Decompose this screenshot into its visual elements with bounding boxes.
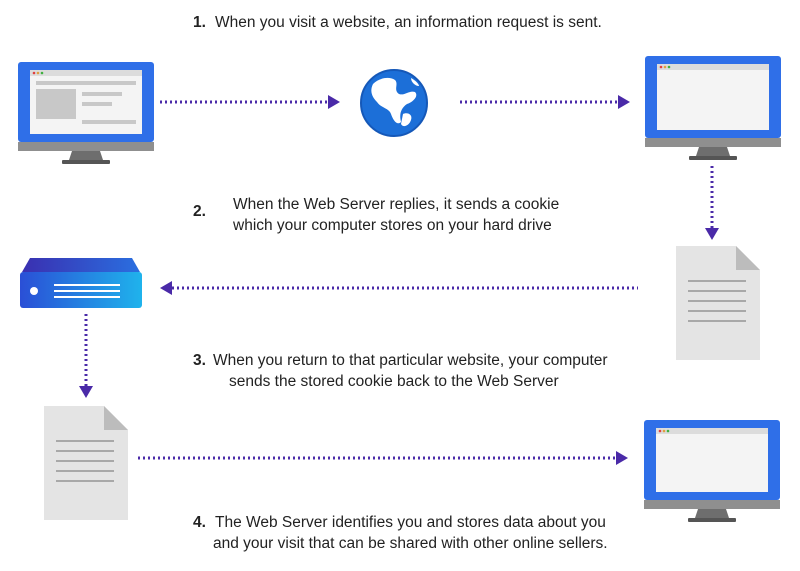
globe-icon [360, 69, 428, 137]
step-4-text-line-2: and your visit that can be shared with o… [213, 535, 608, 552]
step-3-text-line-2: sends the stored cookie back to the Web … [229, 373, 559, 390]
step-4: 4. The Web Server identifies you and sto… [193, 512, 633, 558]
step-4-number: 4. [193, 514, 206, 531]
cookie-document-icon [44, 406, 128, 520]
step-2: 2. When the Web Server replies, it sends… [193, 194, 593, 240]
arrow-to-stored-cookie [79, 314, 93, 398]
web-server-icon [20, 258, 142, 308]
step-3-number: 3. [193, 352, 206, 369]
arrow-to-web-server-computer [138, 451, 628, 465]
step-2-number: 2. [193, 203, 206, 220]
arrow-to-globe [160, 95, 340, 109]
computer-monitor-icon [645, 56, 781, 160]
step-3-text-line-1: When you return to that particular websi… [213, 352, 608, 369]
step-1: 1. When you visit a website, an informat… [193, 12, 633, 36]
arrow-to-web-server-computer [460, 95, 630, 109]
step-1-text: When you visit a website, an information… [215, 14, 602, 31]
step-2-text-line-1: When the Web Server replies, it sends a … [233, 196, 560, 213]
step-1-number: 1. [193, 14, 206, 31]
step-2-text-line-2: which your computer stores on your hard … [233, 217, 552, 234]
computer-monitor-icon [644, 420, 780, 522]
computer-monitor-icon [18, 62, 154, 164]
arrow-to-web-server [160, 281, 638, 295]
step-3: 3. When you return to that particular we… [193, 350, 653, 396]
arrow-to-cookie-document [705, 166, 719, 240]
step-4-text-line-1: The Web Server identifies you and stores… [215, 514, 606, 531]
cookie-document-icon [676, 246, 760, 360]
